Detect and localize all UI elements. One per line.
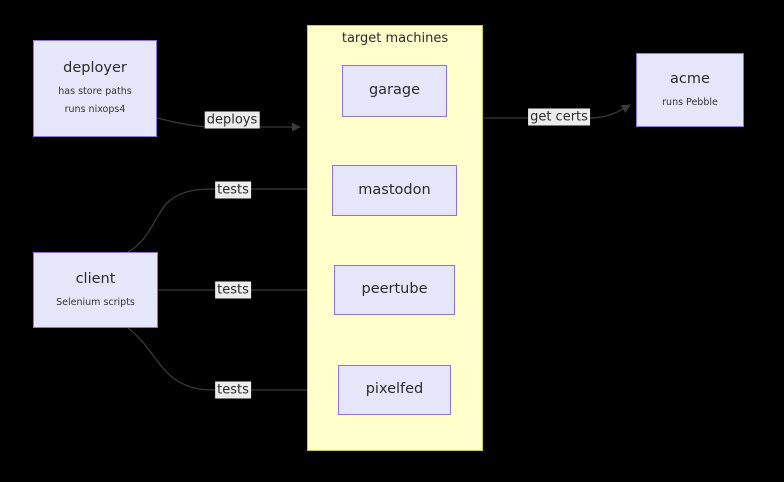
node-acme-sub-1: runs Pebble xyxy=(662,96,718,108)
node-deployer-sub-2: runs nixops4 xyxy=(64,104,126,116)
cluster-title: target machines xyxy=(341,31,449,46)
edge-label-tests-peertube: tests xyxy=(215,281,251,299)
node-deployer[interactable]: deployer has store paths runs nixops4 xyxy=(33,40,157,137)
node-deployer-title: deployer xyxy=(63,60,127,77)
edge-label-tests-pixelfed: tests xyxy=(215,381,251,399)
node-client[interactable]: client Selenium scripts xyxy=(33,252,158,328)
node-mastodon[interactable]: mastodon xyxy=(332,165,457,216)
edge-client-to-pixelfed xyxy=(127,327,333,395)
node-deployer-sub-1: has store paths xyxy=(58,86,132,98)
node-acme[interactable]: acme runs Pebble xyxy=(636,53,744,127)
edge-label-deploys: deploys xyxy=(204,111,260,129)
node-garage[interactable]: garage xyxy=(342,65,447,117)
node-peertube[interactable]: peertube xyxy=(334,265,455,315)
node-mastodon-title: mastodon xyxy=(358,181,431,198)
node-pixelfed[interactable]: pixelfed xyxy=(338,365,451,415)
node-client-title: client xyxy=(75,270,116,287)
node-client-sub-1: Selenium scripts xyxy=(56,296,135,308)
edge-client-to-mastodon xyxy=(127,184,327,253)
node-peertube-title: peertube xyxy=(361,281,428,298)
node-acme-title: acme xyxy=(670,70,710,87)
edge-label-get-certs: get certs xyxy=(528,108,590,126)
node-pixelfed-title: pixelfed xyxy=(365,381,424,398)
node-garage-title: garage xyxy=(368,82,421,99)
edge-label-tests-mastodon: tests xyxy=(215,181,251,199)
